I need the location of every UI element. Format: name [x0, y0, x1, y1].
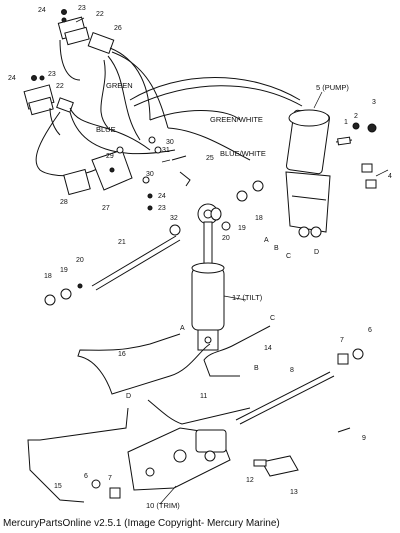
letter-pump-d: D [314, 249, 319, 256]
callout-21: 21 [118, 239, 126, 246]
letter-line-d: D [126, 393, 131, 400]
bracket-27[interactable] [91, 149, 133, 191]
callout-28: 28 [60, 199, 68, 206]
callout-7a: 7 [340, 337, 344, 344]
hydraulic-line-15[interactable] [27, 407, 129, 503]
callout-30a: 30 [166, 139, 174, 146]
pivot-pin-21[interactable] [91, 235, 181, 291]
callout-26: 26 [114, 25, 122, 32]
circuit-breaker-28[interactable] [63, 168, 91, 196]
callout-30b: 30 [146, 171, 154, 178]
callout-24c: 24 [158, 193, 166, 200]
pump-washers-18-19[interactable] [236, 180, 264, 202]
screws-top[interactable] [31, 9, 67, 81]
letter-line-c: C [270, 315, 275, 322]
callout-2: 2 [354, 113, 358, 120]
callout-23b: 23 [48, 71, 56, 78]
letter-pump-a: A [264, 237, 269, 244]
callout-9: 9 [362, 435, 366, 442]
letter-line-b: B [254, 365, 259, 372]
callout-24a: 24 [38, 7, 46, 14]
wire-label-green-white: GREEN/WHITE [210, 115, 263, 124]
label-tilt: 17 (TILT) [232, 293, 263, 302]
callout-23c: 23 [158, 205, 166, 212]
wire-label-blue: BLUE [96, 125, 116, 134]
label-pump: 5 (PUMP) [316, 83, 349, 92]
callout-14: 14 [264, 345, 272, 352]
callout-27: 27 [102, 205, 110, 212]
wire-label-blue-white: BLUE/WHITE [220, 149, 266, 158]
callout-12: 12 [246, 477, 254, 484]
pump-bolts-1-4[interactable] [335, 122, 377, 189]
wire-label-green: GREEN [106, 81, 133, 90]
callout-19b: 19 [60, 267, 68, 274]
callout-32: 32 [170, 215, 178, 222]
callout-7b: 7 [108, 475, 112, 482]
callout-19a: 19 [238, 225, 246, 232]
callout-22b: 22 [56, 83, 64, 90]
hydraulic-line-11[interactable] [147, 399, 251, 425]
hydraulic-line-14[interactable] [203, 325, 271, 377]
callout-18a: 18 [255, 215, 263, 222]
pump-motor[interactable] [285, 109, 331, 238]
terminal-25[interactable] [171, 155, 191, 187]
letter-pump-c: C [286, 253, 291, 260]
callout-29: 29 [106, 153, 114, 160]
callout-16: 16 [118, 351, 126, 358]
callout-6a: 6 [368, 327, 372, 334]
callout-4: 4 [388, 173, 392, 180]
hydraulic-line-16[interactable] [77, 333, 211, 395]
trim-cylinder[interactable] [127, 427, 231, 491]
callout-25: 25 [206, 155, 214, 162]
letter-pump-b: B [274, 245, 279, 252]
callout-31: 31 [162, 147, 170, 154]
callout-8: 8 [290, 367, 294, 374]
callout-24b: 24 [8, 75, 16, 82]
tilt-cylinder[interactable] [191, 203, 225, 351]
callout-15: 15 [54, 483, 62, 490]
callout-1: 1 [344, 119, 348, 126]
right-hardware-6-7-9-12-13[interactable] [91, 348, 364, 499]
callout-20a: 20 [222, 235, 230, 242]
callout-22a: 22 [96, 11, 104, 18]
small-hardware-29-32[interactable] [116, 136, 181, 236]
letter-line-a: A [180, 325, 185, 332]
callout-6b: 6 [84, 473, 88, 480]
callout-13: 13 [290, 489, 298, 496]
callout-18b: 18 [44, 273, 52, 280]
connector-26[interactable] [56, 32, 115, 113]
left-washers-18-19-20[interactable] [44, 221, 231, 306]
callout-23a: 23 [78, 5, 86, 12]
callout-20b: 20 [76, 257, 84, 264]
relay-lower[interactable] [23, 84, 55, 116]
relay-upper[interactable] [57, 16, 90, 46]
trim-rod-8[interactable] [235, 371, 335, 425]
callout-11: 11 [200, 393, 207, 400]
image-caption: MercuryPartsOnline v2.5.1 (Image Copyrig… [3, 518, 280, 529]
callout-3: 3 [372, 99, 376, 106]
label-trim: 10 (TRIM) [146, 501, 180, 510]
leader-lines [75, 17, 389, 505]
